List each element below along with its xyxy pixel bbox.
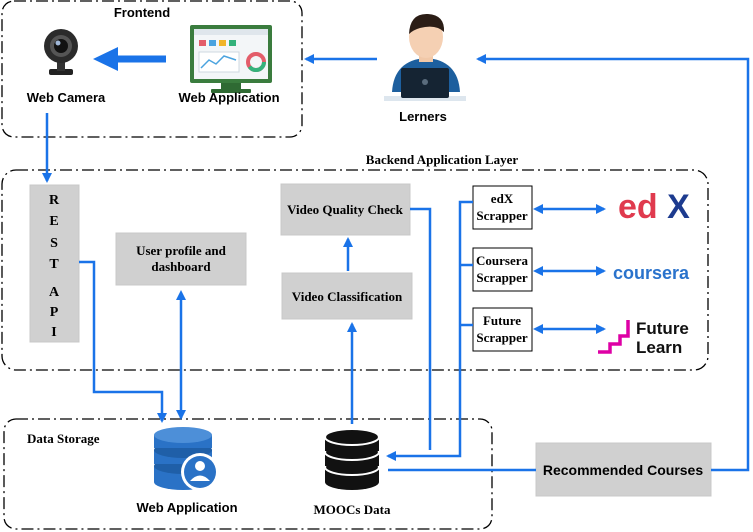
rest-api-box: R E S T A P I <box>29 184 80 343</box>
edx-scraper-line2: Scrapper <box>476 208 528 223</box>
coursera-scraper-box: Coursera Scrapper <box>472 247 533 292</box>
recommended-courses-label: Recommended Courses <box>543 462 703 478</box>
future-scraper-line2: Scrapper <box>476 330 528 345</box>
future-scraper-line1: Future <box>483 313 521 328</box>
moocs-database-icon <box>324 428 380 490</box>
web-camera-label: Web Camera <box>27 90 106 105</box>
learner-avatar-icon <box>384 13 466 101</box>
scrapers-to-moocs-arrow <box>386 200 473 461</box>
rest-api-letter: S <box>50 236 58 251</box>
futurelearn-steps-icon <box>598 320 630 354</box>
video-classification-label: Video Classification <box>292 289 403 304</box>
edx-logo-text: ed <box>618 188 658 226</box>
rest-api-letter: R <box>49 193 60 208</box>
user-profile-dashboard-box: User profile and dashboard <box>115 232 247 286</box>
webapp-to-camera-arrow <box>93 47 166 71</box>
edx-logo: ed X <box>618 188 690 226</box>
recommended-courses-box: Recommended Courses <box>535 442 712 497</box>
web-camera-icon <box>44 29 78 75</box>
webapp-database-icon <box>154 427 219 491</box>
rest-api-letter: E <box>49 214 58 229</box>
futurelearn-logo-line1: Future <box>636 319 689 338</box>
edx-scraper-box: edX Scrapper <box>472 185 533 230</box>
backend-group <box>1 169 709 371</box>
recommended-to-learners-arrow <box>476 54 750 472</box>
futurelearn-logo-line2: Learn <box>636 338 682 357</box>
moocs-database-label: MOOCs Data <box>314 502 391 517</box>
learners-label: Lerners <box>399 109 447 124</box>
video-quality-check-box: Video Quality Check <box>280 183 411 236</box>
coursera-logo: coursera <box>613 263 690 283</box>
web-application-label: Web Application <box>178 90 279 105</box>
storage-group-title: Data Storage <box>27 431 100 446</box>
future-scraper-box: Future Scrapper <box>472 307 533 352</box>
webapp-database-label: Web Application <box>136 500 237 515</box>
edx-scraper-line1: edX <box>491 191 514 206</box>
video-quality-check-label: Video Quality Check <box>287 202 404 217</box>
rest-api-to-webapp-db-arrow <box>79 260 167 423</box>
svg-text:ed X: ed X <box>618 188 690 226</box>
web-application-monitor-icon <box>190 25 272 93</box>
frontend-group-title: Frontend <box>114 5 170 20</box>
user-profile-line1: User profile and <box>136 243 227 258</box>
backend-group-title: Backend Application Layer <box>366 152 519 167</box>
storage-group <box>3 418 493 530</box>
rest-api-letter: A <box>49 285 60 300</box>
video-classification-box: Video Classification <box>281 272 413 320</box>
edx-logo-x: X <box>667 188 690 226</box>
futurelearn-logo: Future Learn <box>598 319 689 357</box>
frontend-group <box>1 0 303 138</box>
coursera-scraper-line2: Scrapper <box>476 270 528 285</box>
rest-api-letter: I <box>51 325 56 340</box>
rest-api-letter: P <box>50 305 59 320</box>
quality-to-moocs-line <box>410 207 432 450</box>
rest-api-letter: T <box>49 257 59 272</box>
coursera-scraper-line1: Coursera <box>476 253 528 268</box>
user-profile-line2: dashboard <box>151 259 211 274</box>
